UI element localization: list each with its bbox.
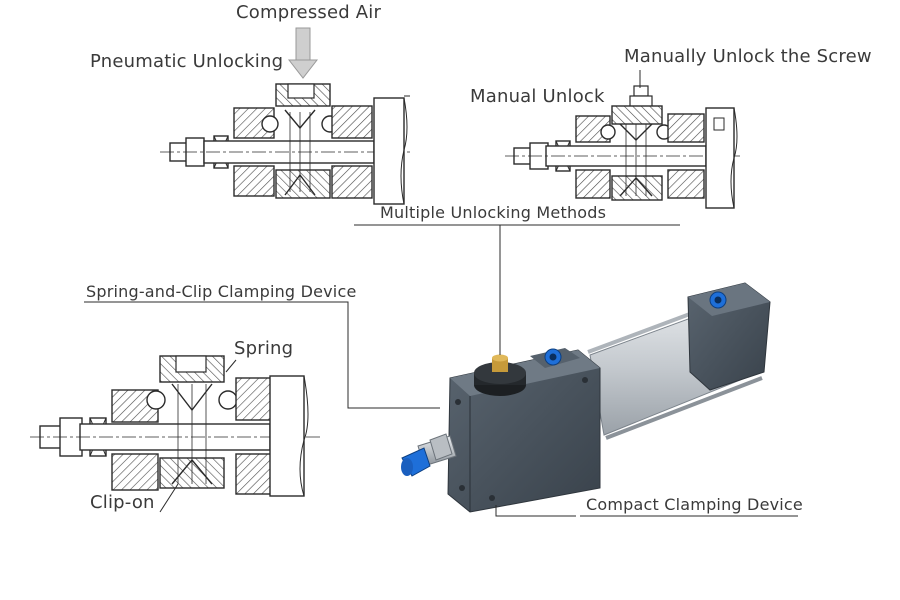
pneumatic-unlocking-drawing (160, 27, 410, 205)
leader-lines (84, 70, 798, 517)
manual-unlock-label: Manual Unlock (470, 86, 605, 107)
spring-clip-device-label: Spring-and-Clip Clamping Device (86, 282, 357, 301)
manual-unlock-drawing (505, 85, 740, 209)
pneumatic-unlocking-label: Pneumatic Unlocking (90, 51, 284, 72)
clip-on-label: Clip-on (90, 492, 155, 513)
multiple-unlocking-methods-label: Multiple Unlocking Methods (380, 203, 607, 222)
air-cylinder-illustration (401, 282, 771, 513)
spring-label: Spring (234, 338, 294, 359)
manual-unlock-screw-label: Manually Unlock the Screw (624, 46, 872, 67)
compressed-air-arrow-icon (287, 27, 319, 79)
spring-clip-drawing (30, 355, 320, 497)
compressed-air-label: Compressed Air (236, 2, 382, 23)
compact-clamping-device-label: Compact Clamping Device (586, 495, 803, 514)
